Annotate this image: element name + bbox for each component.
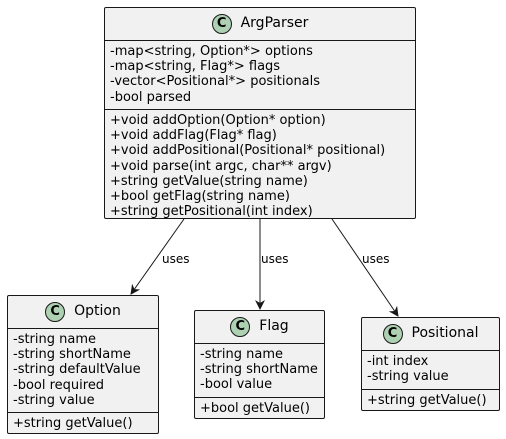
- class-badge-icon: C: [211, 14, 232, 34]
- methods-section: +string getValue(): [362, 389, 499, 410]
- field: -string name: [13, 332, 97, 347]
- class-option[interactable]: C Option -string name -string shortName …: [7, 295, 159, 434]
- field: -string defaultValue: [13, 362, 141, 378]
- field: -bool parsed: [110, 89, 192, 105]
- field: -int index: [367, 354, 429, 369]
- method: +void parse(int argc, char** argv): [110, 158, 332, 174]
- field: -string shortName: [200, 362, 318, 378]
- class-header: C ArgParser: [105, 8, 415, 41]
- method: +void addPositional(Positional* position…: [110, 143, 386, 159]
- methods-section: +bool getValue(): [195, 397, 324, 418]
- method: +string getPositional(int index): [110, 204, 313, 220]
- field: -string name: [200, 347, 284, 362]
- class-name: ArgParser: [240, 15, 309, 32]
- field: -bool required: [13, 377, 105, 393]
- class-flag[interactable]: C Flag -string name -string shortName -b…: [194, 310, 325, 419]
- field: -string value: [13, 392, 95, 408]
- method: +string getValue(string name): [110, 173, 308, 189]
- field: -string shortName: [13, 347, 131, 363]
- field: -map<string, Option*> options: [110, 44, 313, 59]
- fields-section: -string name -string shortName -string d…: [8, 329, 158, 412]
- class-positional[interactable]: C Positional -int index -string value +s…: [361, 317, 500, 411]
- edge-argparser-positional: [331, 218, 399, 317]
- class-badge-icon: C: [382, 324, 403, 344]
- field: -map<string, Flag*> flags: [110, 59, 281, 75]
- class-name: Flag: [259, 318, 289, 335]
- edge-label-flag: uses: [261, 252, 289, 266]
- method: +void addOption(Option* option): [110, 113, 326, 128]
- field: -string value: [367, 369, 449, 385]
- edge-label-option: uses: [162, 252, 190, 266]
- methods-section: +string getValue(): [8, 412, 158, 433]
- class-argparser[interactable]: C ArgParser -map<string, Option*> option…: [104, 7, 416, 219]
- edge-argparser-option: [130, 218, 185, 295]
- field: -vector<Positional*> positionals: [110, 74, 321, 90]
- methods-section: +void addOption(Option* option) +void ad…: [105, 109, 415, 221]
- method: +string getValue(): [13, 416, 133, 431]
- class-name: Option: [74, 303, 121, 320]
- method: +void addFlag(Flag* flag): [110, 128, 277, 144]
- class-badge-icon: C: [230, 317, 251, 337]
- field: -bool value: [200, 377, 273, 393]
- fields-section: -int index -string value: [362, 351, 499, 389]
- fields-section: -string name -string shortName -bool val…: [195, 344, 324, 397]
- method: +string getValue(): [367, 393, 487, 408]
- class-name: Positional: [411, 325, 479, 342]
- method: +bool getValue(): [200, 401, 310, 416]
- edge-label-positional: uses: [362, 252, 390, 266]
- fields-section: -map<string, Option*> options -map<strin…: [105, 41, 415, 109]
- class-badge-icon: C: [45, 302, 66, 322]
- method: +bool getFlag(string name): [110, 189, 290, 205]
- class-header: C Option: [8, 296, 158, 329]
- class-header: C Positional: [362, 318, 499, 351]
- class-header: C Flag: [195, 311, 324, 344]
